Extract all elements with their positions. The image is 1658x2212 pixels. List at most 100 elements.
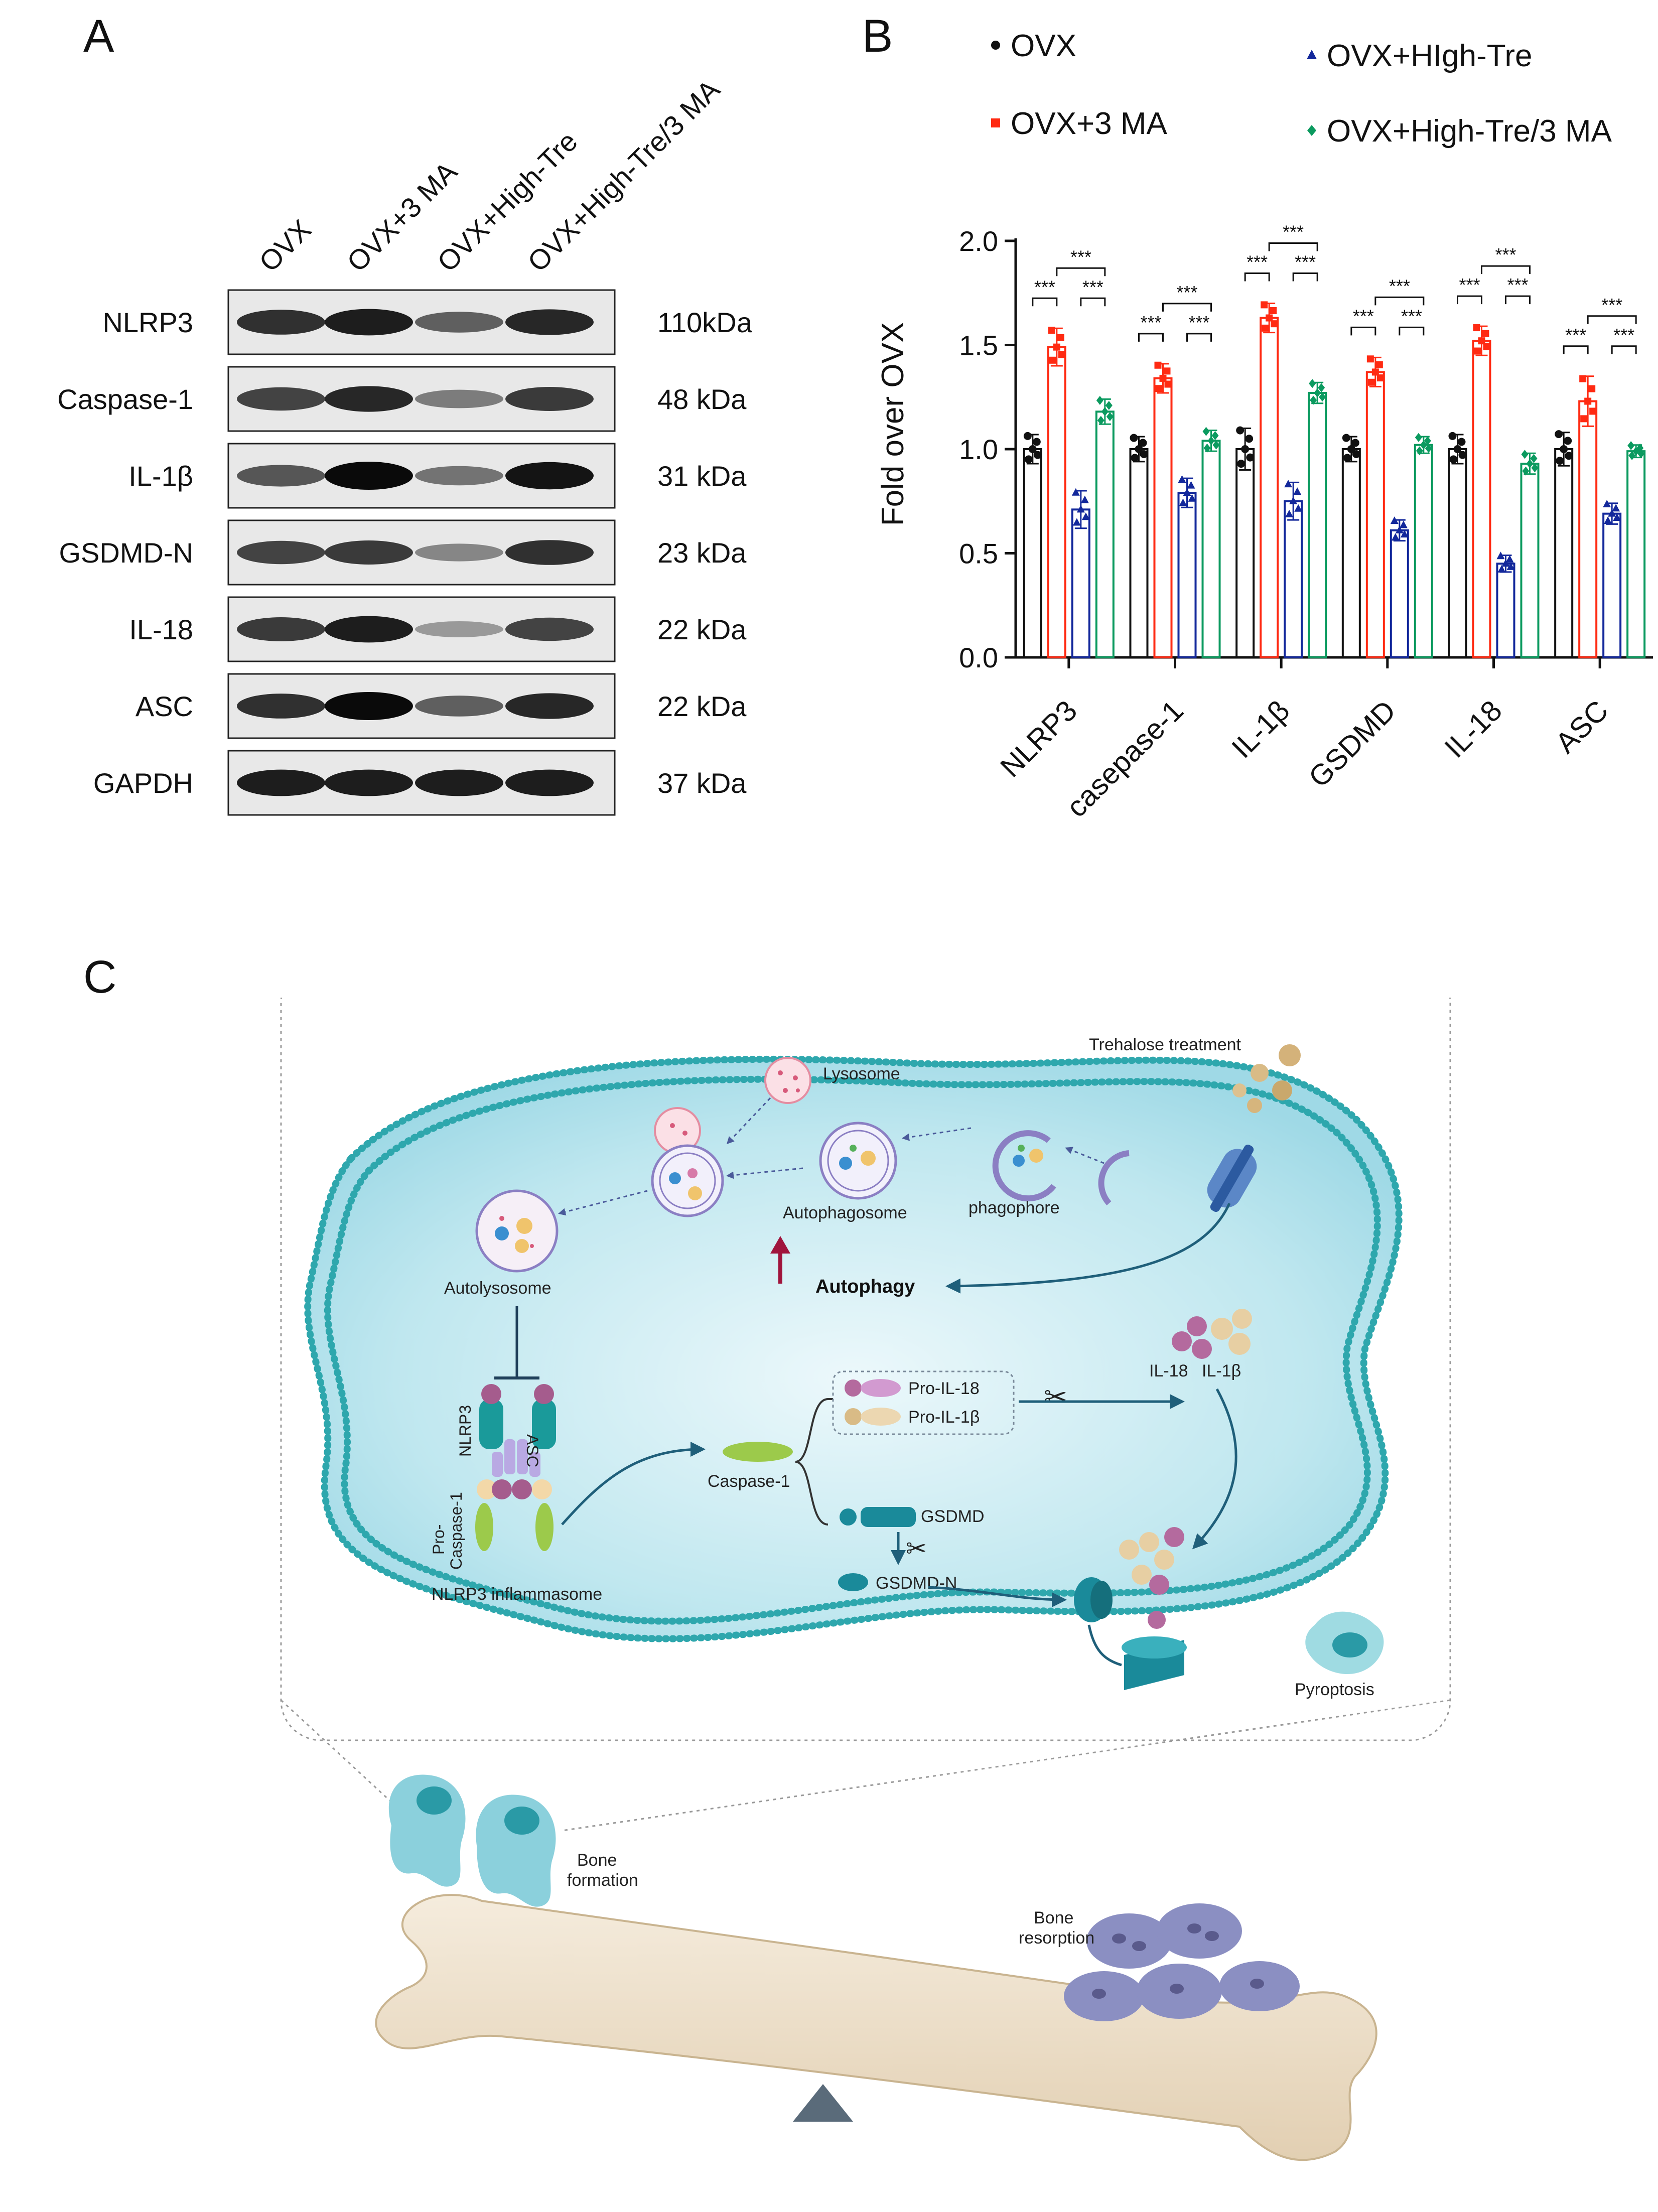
blot-band xyxy=(237,310,325,335)
protein-label: ASC xyxy=(135,690,193,722)
bone-resorption-label-1: Bone xyxy=(1034,1908,1073,1927)
significance-bracket xyxy=(1587,315,1637,324)
significance-bracket xyxy=(1350,326,1376,336)
significance-label: *** xyxy=(1601,295,1622,315)
data-point xyxy=(1449,455,1458,464)
significance-label: *** xyxy=(1401,306,1422,326)
legend-marker-circle xyxy=(991,41,1000,50)
significance-bracket xyxy=(1032,297,1058,307)
data-point xyxy=(1033,451,1042,459)
blot-band xyxy=(237,617,325,641)
data-point xyxy=(1565,452,1573,460)
data-point xyxy=(1207,436,1215,446)
data-point xyxy=(1284,480,1293,488)
significance-label: *** xyxy=(1613,325,1634,345)
data-point xyxy=(1531,463,1539,473)
data-point xyxy=(1023,432,1032,440)
data-point xyxy=(1613,513,1621,521)
bar xyxy=(1496,563,1515,658)
pyroptotic-cell-icon xyxy=(1305,1611,1384,1675)
significance-label: *** xyxy=(1082,276,1103,297)
data-point xyxy=(1135,445,1143,453)
caspase-1-label: Caspase-1 xyxy=(708,1472,790,1491)
significance-bracket xyxy=(1505,295,1531,305)
data-point xyxy=(1416,446,1423,456)
panel-a-letter: A xyxy=(83,11,114,62)
autophagy-arrow xyxy=(945,1202,1231,1294)
significance-bracket xyxy=(1292,272,1318,282)
cell-membrane xyxy=(304,1055,1403,1642)
data-point xyxy=(1179,498,1187,506)
blot-band xyxy=(325,769,413,796)
data-point xyxy=(1473,324,1480,332)
pro-il18-shape xyxy=(845,1379,901,1397)
data-point xyxy=(1399,520,1408,528)
data-point xyxy=(1497,565,1506,573)
data-point xyxy=(1530,454,1538,463)
molecular-weight-label: 22 kDa xyxy=(657,614,747,645)
significance-label: *** xyxy=(1247,252,1268,272)
data-point xyxy=(1400,530,1409,538)
data-point xyxy=(1555,430,1563,439)
pro-caspase-label-line1: Pro- xyxy=(430,1525,448,1555)
autophagy-label: Autophagy xyxy=(815,1276,915,1297)
data-point xyxy=(1390,516,1399,524)
data-point xyxy=(1351,439,1359,447)
bar xyxy=(1095,410,1115,658)
data-point xyxy=(1425,444,1432,453)
legend-marker-square xyxy=(991,118,1000,127)
inflammasome-label: NLRP3 inflammasome xyxy=(432,1585,602,1604)
blot-band xyxy=(415,389,503,408)
data-point xyxy=(1366,355,1374,363)
data-point xyxy=(1236,426,1245,435)
gsdmd-pore xyxy=(1074,1577,1187,1690)
data-point xyxy=(1314,388,1321,397)
data-point xyxy=(1245,435,1254,443)
data-point xyxy=(1261,301,1268,309)
autophagy-up-arrowhead xyxy=(770,1236,790,1254)
data-point xyxy=(1049,356,1056,364)
data-point xyxy=(1058,351,1065,358)
significance-label: *** xyxy=(1188,312,1209,333)
blot-band xyxy=(237,387,325,411)
nlrp3-label: NLRP3 xyxy=(456,1405,474,1457)
molecular-weight-label: 37 kDa xyxy=(657,767,747,799)
bar xyxy=(1260,317,1279,658)
significance-bracket xyxy=(1481,265,1531,274)
blot-band xyxy=(415,621,503,637)
mature-cytokines xyxy=(1172,1309,1252,1359)
blot-band xyxy=(505,309,594,335)
data-point xyxy=(1289,496,1298,504)
data-point xyxy=(1131,454,1139,462)
data-point xyxy=(1081,512,1090,520)
y-tick-label: 1.0 xyxy=(959,434,998,465)
data-point xyxy=(1521,450,1529,459)
data-point xyxy=(1188,494,1196,502)
autolysosome xyxy=(475,1189,559,1273)
significance-label: *** xyxy=(1565,325,1586,345)
significance-label: *** xyxy=(1176,282,1197,303)
scissors-icon-1: ✂ xyxy=(1044,1381,1067,1413)
bar xyxy=(1023,448,1042,658)
data-point xyxy=(1579,375,1587,382)
significance-bracket xyxy=(1563,345,1589,354)
data-point xyxy=(1448,432,1457,440)
cell-membrane-inner xyxy=(324,1075,1381,1625)
osteoblast-cells xyxy=(388,1774,556,1907)
data-point xyxy=(1271,320,1278,328)
data-point xyxy=(1139,439,1147,447)
blot-band xyxy=(505,617,594,641)
data-point xyxy=(1178,475,1186,483)
significance-label: *** xyxy=(1070,246,1091,267)
bar xyxy=(1201,440,1221,659)
y-tick-label: 1.5 xyxy=(959,330,998,361)
lysosome xyxy=(764,1057,811,1104)
blot-band xyxy=(237,540,325,565)
significance-bracket xyxy=(1186,333,1212,342)
bar xyxy=(1602,512,1622,659)
data-point xyxy=(1164,380,1172,388)
y-tick-label: 2.0 xyxy=(959,225,998,257)
significance-label: *** xyxy=(1295,252,1316,272)
